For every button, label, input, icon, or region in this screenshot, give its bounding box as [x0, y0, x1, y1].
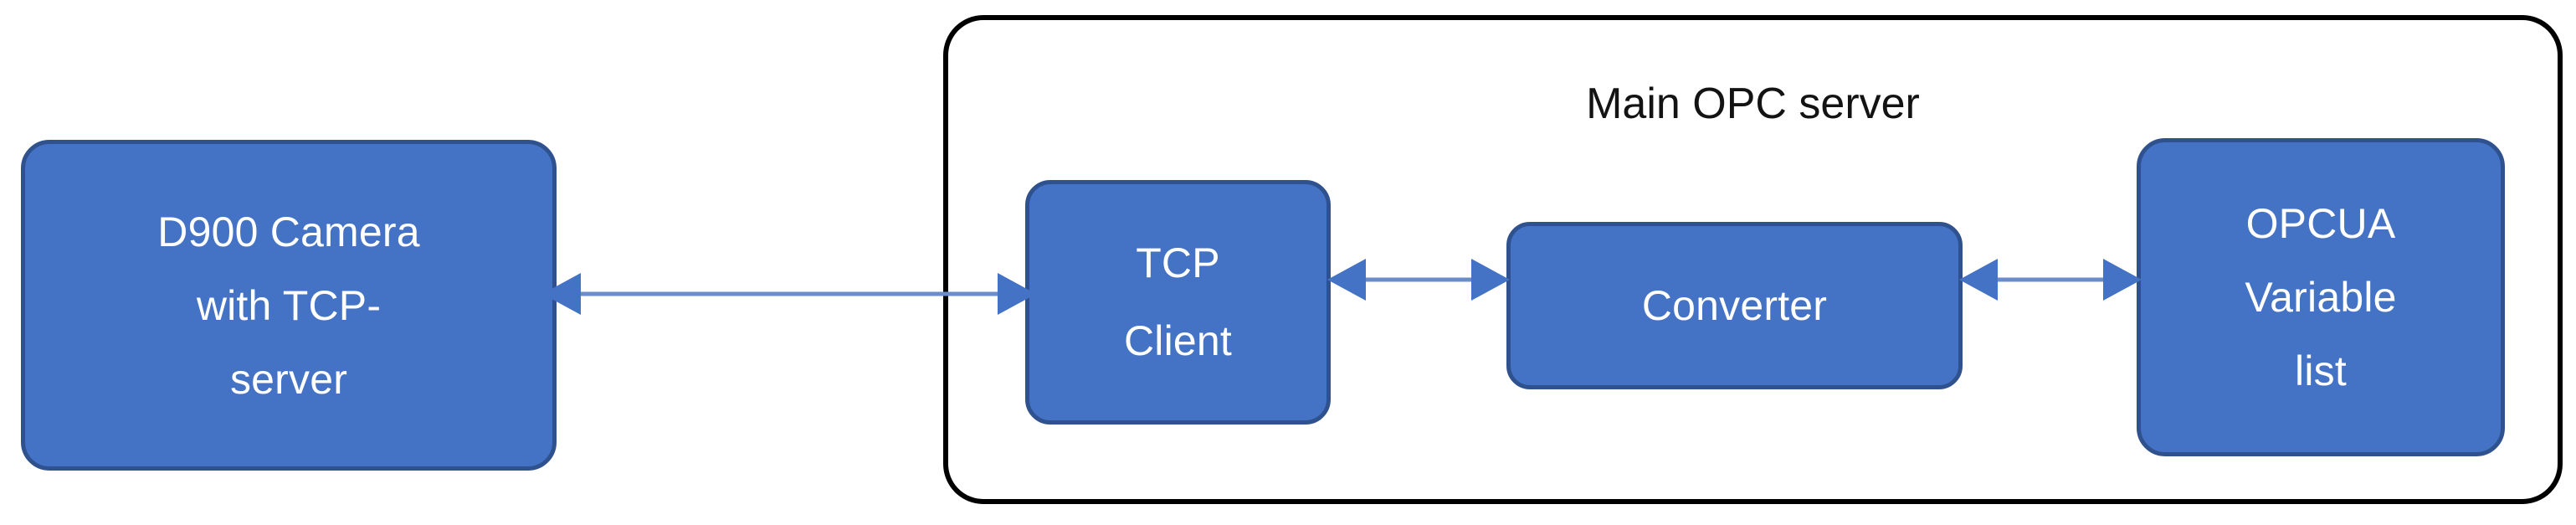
node-d900-camera-line-3: server: [229, 355, 348, 403]
node-opcua-variable-list-line-2: Variable: [2245, 274, 2397, 321]
node-tcp-client-line-2: Client: [1123, 317, 1233, 364]
connector-converter-to-opcua-variable-list[interactable]: [1959, 255, 2142, 304]
main-opc-server-container[interactable]: [943, 15, 2563, 504]
arrowhead-left-icon: [1959, 259, 1998, 301]
node-converter[interactable]: Converter: [1506, 222, 1963, 389]
node-d900-camera-line-1: D900 Camera: [157, 208, 420, 255]
connector-camera-to-tcp-client[interactable]: [542, 270, 1036, 318]
node-d900-camera-line-2: with TCP-: [196, 281, 382, 329]
node-opcua-variable-list-line-3: list: [2295, 347, 2347, 394]
arrowhead-right-icon: [998, 273, 1036, 315]
node-converter-line-1: Converter: [1641, 282, 1828, 329]
node-opcua-variable-list-line-1: OPCUA: [2245, 200, 2396, 247]
arrowhead-left-icon: [1327, 259, 1366, 301]
arrowhead-right-icon: [1471, 259, 1510, 301]
node-tcp-client[interactable]: TCP Client: [1025, 180, 1331, 425]
node-d900-camera[interactable]: D900 Camera with TCP- server: [21, 140, 557, 471]
node-tcp-client-line-1: TCP: [1136, 239, 1220, 286]
arrowhead-right-icon: [2103, 259, 2142, 301]
connector-tcp-client-to-converter[interactable]: [1327, 255, 1510, 304]
arrowhead-left-icon: [542, 273, 581, 315]
node-opcua-variable-list[interactable]: OPCUA Variable list: [2137, 138, 2505, 456]
main-opc-server-title: Main OPC server: [1586, 80, 1920, 128]
